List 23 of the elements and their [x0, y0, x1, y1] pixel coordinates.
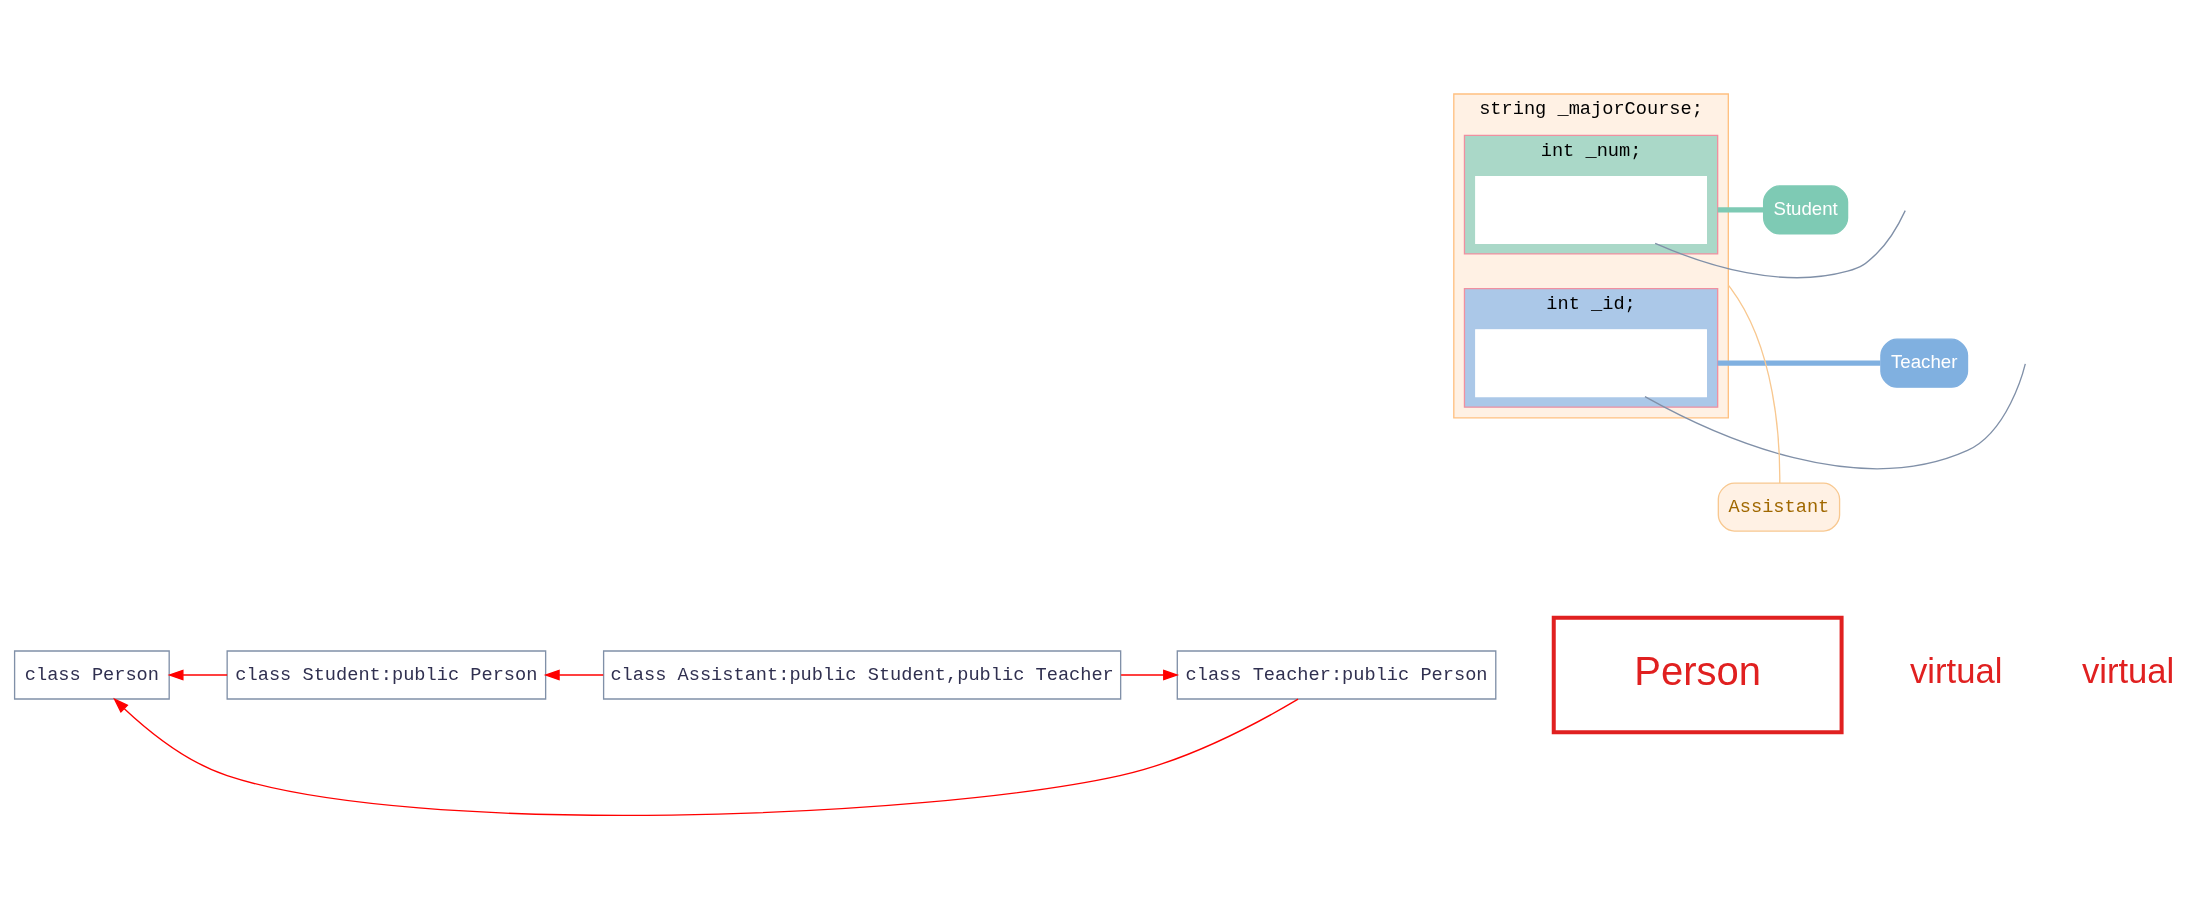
arrow [113, 697, 1299, 816]
arrow [543, 669, 604, 681]
node-box [1475, 329, 1707, 398]
label: virtual [2081, 652, 2175, 691]
node-box: Person [1551, 615, 1844, 735]
connector [1654, 209, 1906, 279]
node-box [1475, 175, 1707, 244]
node-box: class Student:public Person [226, 650, 547, 700]
node-box: Teacher [1880, 338, 1969, 388]
label: virtual [1910, 652, 2003, 691]
node-box: class Person [13, 650, 170, 700]
node-box: class Assistant:public Student,public Teacher [602, 650, 1122, 700]
connector [1644, 363, 2026, 470]
arrow [167, 669, 228, 681]
arrow [1120, 669, 1180, 681]
node-box: Student [1762, 185, 1849, 235]
node-box: class Teacher:public Person [1176, 650, 1497, 700]
connector [1727, 284, 1781, 484]
cluster: int _id; [1463, 287, 1719, 408]
cluster: int _num; [1463, 134, 1719, 255]
node-box: Assistant [1717, 482, 1841, 532]
connector [1717, 207, 1764, 213]
connector [1717, 360, 1881, 366]
